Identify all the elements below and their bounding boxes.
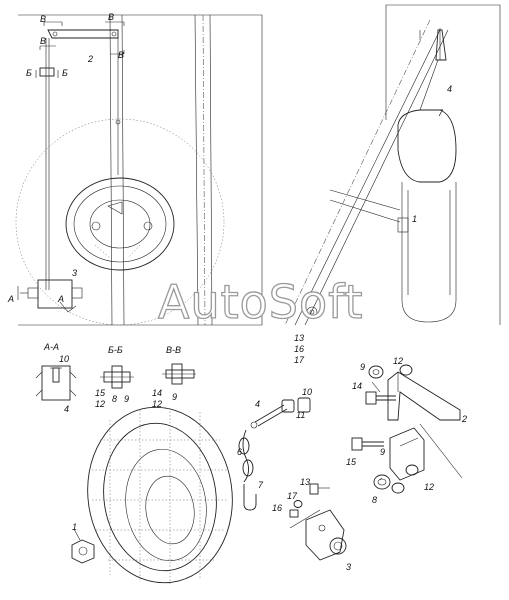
spare-tire-side — [397, 109, 457, 183]
callout-4: 4 — [447, 84, 452, 94]
callout-16: 16 — [294, 344, 304, 354]
bracket-2 — [387, 371, 461, 421]
callout-9: 9 — [124, 394, 129, 404]
callout-15: 15 — [95, 388, 106, 398]
cable — [45, 38, 50, 290]
callout-10: 10 — [302, 387, 312, 397]
section-v-v — [162, 363, 196, 385]
callout-9: 9 — [380, 447, 385, 457]
callout-17: 17 — [294, 355, 305, 365]
callout-2: 2 — [87, 54, 93, 64]
chain-6 — [238, 429, 254, 483]
washer-9-lower — [391, 482, 405, 494]
nut-8 — [373, 474, 391, 490]
callout-7: 7 — [438, 108, 444, 118]
tire-outline — [15, 118, 225, 326]
nut-16 — [289, 509, 299, 518]
callout-1: 1 — [412, 214, 417, 224]
callout-12: 12 — [393, 356, 403, 366]
incline-rail — [294, 29, 449, 326]
bracket-rails — [109, 14, 125, 326]
hook — [435, 29, 447, 61]
callout-16: 16 — [272, 503, 282, 513]
hook-7 — [243, 484, 257, 511]
mark-v: В — [108, 12, 114, 22]
bolt-13 — [309, 483, 330, 495]
washer-12 — [399, 364, 413, 376]
tread-pattern — [92, 439, 228, 561]
cable-7 — [419, 59, 439, 111]
tire-lower — [401, 182, 457, 323]
frame-centerline — [202, 14, 206, 326]
mark-a: А — [57, 294, 64, 304]
clamp-b — [39, 67, 55, 77]
section-b-b — [100, 365, 134, 389]
washer-12-lower — [405, 464, 419, 476]
callout-8: 8 — [372, 495, 377, 505]
mark-v: В — [40, 14, 46, 24]
lever-2 — [47, 29, 119, 39]
nut-1 — [71, 539, 95, 564]
washer-9 — [368, 365, 384, 379]
callout-3: 3 — [72, 268, 77, 278]
callout-3: 3 — [346, 562, 351, 572]
leader-lines — [73, 381, 383, 541]
callout-17: 17 — [287, 491, 298, 501]
callout-6: 6 — [237, 447, 242, 457]
callout-2: 2 — [461, 414, 467, 424]
mark-a: А — [7, 294, 14, 304]
mark-b: Б — [26, 68, 32, 78]
mark-v: В — [40, 36, 46, 46]
tire-exploded — [87, 406, 233, 584]
bushing-10 — [281, 397, 311, 413]
callout-9: 9 — [172, 392, 177, 402]
callout-4: 4 — [64, 404, 69, 414]
section-title-v-v: В-В — [166, 345, 181, 355]
winch-3 — [37, 279, 73, 309]
winch-3-exploded — [305, 509, 347, 561]
mark-b: Б — [62, 68, 68, 78]
mark-v: В — [118, 50, 124, 60]
callout-11: 11 — [296, 410, 305, 420]
wheel-disc — [65, 177, 175, 271]
callout-12: 12 — [424, 482, 434, 492]
wheel-rim — [125, 448, 207, 562]
plate — [389, 427, 425, 481]
top-left-view — [15, 14, 263, 326]
bolt-15 — [351, 437, 384, 451]
top-right-view — [284, 4, 501, 326]
callout-13: 13 — [300, 477, 310, 487]
section-a-a — [35, 365, 77, 401]
support-line — [419, 423, 463, 479]
callout-10: 10 — [59, 354, 69, 364]
callout-9: 9 — [360, 362, 365, 372]
callout-14: 14 — [152, 388, 162, 398]
callout-12: 12 — [95, 399, 105, 409]
callout-15: 15 — [346, 457, 357, 467]
tire-tread — [87, 406, 233, 584]
bolt-14 — [365, 391, 396, 405]
wheel-bolt — [91, 221, 101, 231]
cab-outline — [385, 4, 501, 325]
callout-7: 7 — [258, 480, 264, 490]
callout-1: 1 — [72, 522, 77, 532]
callout-8: 8 — [112, 394, 117, 404]
section-title-b-b: Б-Б — [108, 345, 123, 355]
frame-outline — [18, 14, 263, 326]
watermark-text: AutoSoft — [158, 275, 364, 329]
washer-17 — [293, 500, 303, 508]
callout-14: 14 — [352, 381, 362, 391]
callout-13: 13 — [294, 333, 304, 343]
frame-rails — [194, 14, 213, 326]
section-title-a-a: А-А — [43, 342, 59, 352]
callout-4: 4 — [255, 399, 260, 409]
callout-12: 12 — [152, 399, 162, 409]
bolt-assembly — [306, 306, 318, 318]
wheel-bolt — [143, 221, 153, 231]
